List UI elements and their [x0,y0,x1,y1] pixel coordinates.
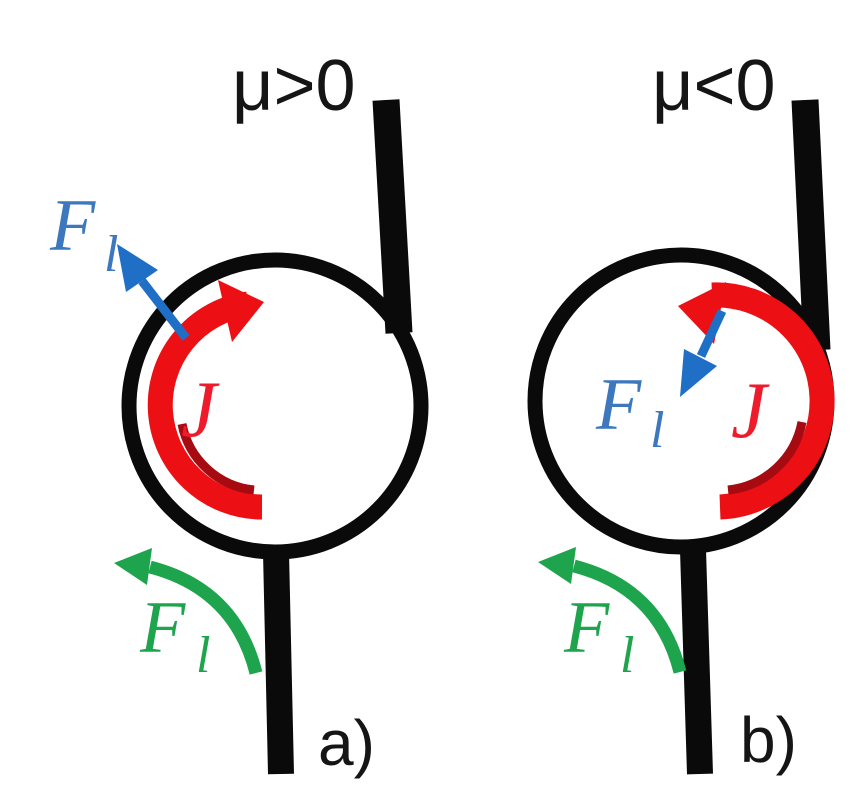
current-arrow-b [711,282,835,520]
loop-circle-b [527,247,835,555]
current-arrow-a [147,291,263,520]
green-force-arrowhead-b [538,547,576,584]
blue-force-label-sub-a: l [104,226,118,283]
current-arrow-shading-a [177,423,255,495]
blue-force-label-b: F [595,364,642,446]
current-arrowhead-a [218,280,264,342]
current-arrow-shading-b [727,421,807,495]
wire-top-a [372,99,413,334]
green-force-arrowhead-a [114,548,152,585]
current-label-a: J [181,366,220,454]
blue-force-arrowhead-b [680,349,717,397]
wire-bottom-a [263,551,294,775]
mu-condition-label-b: μ<0 [652,46,776,126]
mu-condition-label-a: μ>0 [232,46,356,126]
green-force-label-sub-a: l [196,627,210,684]
panel-caption-a: a) [318,707,375,779]
blue-force-label-sub-b: l [650,402,664,459]
loop-circle-a [121,252,429,560]
panel-a: J F l F l μ>0 a) [49,46,429,779]
panel-caption-b: b) [740,704,797,776]
blue-force-label-a: F [49,185,96,267]
blue-force-arrow-a [138,278,190,341]
green-force-label-b: F [563,587,610,669]
green-force-label-sub-b: l [620,627,634,684]
current-label-b: J [731,367,770,455]
panel-b: J F l F l μ<0 b) [527,46,835,776]
blue-force-arrow-b [696,309,727,358]
wire-bottom-b [680,549,713,775]
wire-top-b [791,99,831,351]
green-force-arrow-b [572,559,687,674]
blue-force-arrowhead-a [117,244,158,292]
green-force-arrow-a [148,560,263,675]
green-force-label-a: F [139,587,186,669]
